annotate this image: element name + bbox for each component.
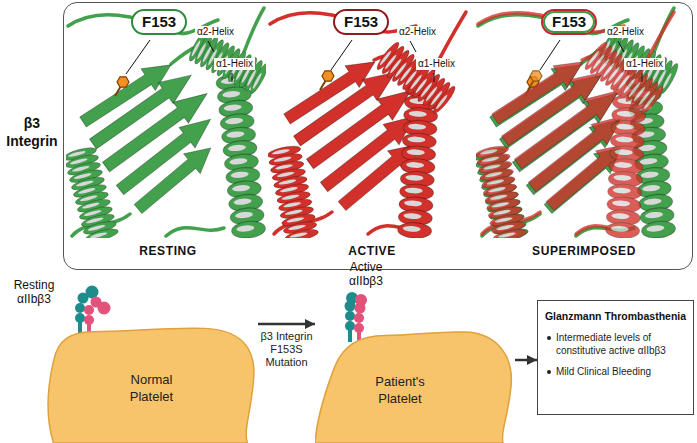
helix-label: α1-Helix	[624, 58, 665, 70]
bullet-text: Intermediate levels of constitutive acti…	[556, 331, 687, 357]
residue-label: F153	[552, 13, 586, 31]
bullet-dot	[547, 336, 551, 340]
bullet-dot	[547, 370, 551, 374]
residue-tag: F153	[131, 9, 187, 35]
resting-integrin	[75, 286, 111, 339]
label-slot: α2-Helix	[195, 26, 236, 38]
state-caption: SUPERIMPOSED	[532, 244, 636, 258]
row-heading-slot: β3 Integrin	[3, 115, 61, 150]
active-integrin	[345, 292, 368, 342]
state-caption: ACTIVE	[348, 244, 396, 258]
helix-label: α2-Helix	[195, 26, 236, 38]
flow-arrow	[258, 323, 315, 326]
platelet-body	[315, 332, 511, 443]
bullet-text: Mild Clinical Bleeding	[556, 365, 651, 378]
residue-tag: F153	[333, 9, 389, 35]
platelet-label: Normal Platelet	[111, 372, 193, 405]
label-slot: α1-Helix	[624, 58, 665, 70]
bullet-row: Mild Clinical Bleeding	[544, 365, 687, 378]
label-slot: α2-Helix	[605, 26, 646, 38]
platelet-shape: Normal PlateletResting αIIbβ3	[45, 312, 258, 443]
helix-label: α1-Helix	[416, 58, 457, 70]
label-slot: RESTING	[139, 244, 197, 258]
integrin-heading-slot: Resting αIIbβ3	[5, 278, 63, 307]
helix-label: α1-Helix	[214, 58, 255, 70]
edge-label-slot: β3 Integrin F153S Mutation	[257, 329, 317, 371]
integrin-state-label: Resting αIIbβ3	[5, 278, 63, 307]
bullet-row: Intermediate levels of constitutive acti…	[544, 331, 687, 357]
row-heading: β3 Integrin	[3, 115, 61, 150]
residue-label: F153	[344, 13, 378, 31]
label-slot: ACTIVE	[348, 244, 396, 258]
label-slot: α2-Helix	[397, 26, 438, 38]
residue-label: F153	[142, 13, 176, 31]
label-slot: SUPERIMPOSED	[532, 244, 636, 258]
mutation-label: β3 Integrin F153S Mutation	[257, 329, 317, 371]
label-slot: α1-Helix	[416, 58, 457, 70]
platelet-body	[48, 328, 254, 443]
label-slot: α1-Helix	[214, 58, 255, 70]
figure-panel: β3 IntegrinF153F153F153	[63, 2, 693, 270]
state-caption: RESTING	[139, 244, 197, 258]
leader-lines	[126, 40, 642, 82]
outcome-box: Glanzmann ThrombastheniaIntermediate lev…	[537, 300, 694, 415]
residue-tag: F153	[541, 9, 597, 35]
integrin-state-label: Active αIIbβ3	[337, 260, 395, 289]
box-title: Glanzmann Thrombasthenia	[544, 310, 687, 323]
platelet-shape: Patient's PlateletActive αIIbβ3	[315, 320, 515, 443]
flow-arrow	[515, 359, 537, 362]
helix-label: α2-Helix	[605, 26, 646, 38]
integrin-heading-slot: Active αIIbβ3	[337, 260, 395, 289]
platelet-label: Patient's Platelet	[359, 374, 441, 407]
helix-label: α2-Helix	[397, 26, 438, 38]
